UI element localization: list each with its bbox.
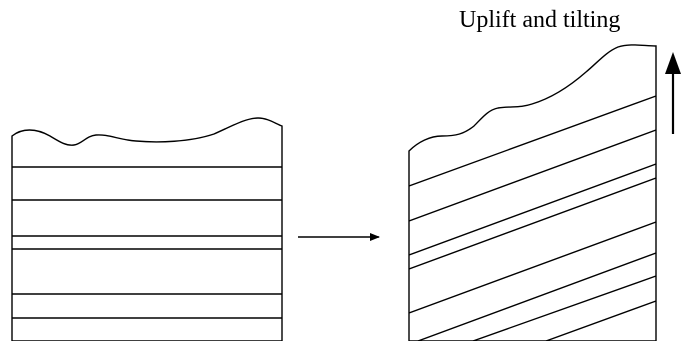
tilted-layer-boundary: [409, 95, 657, 187]
tilted-layer-boundary: [417, 252, 657, 341]
tilted-strata-block: [408, 44, 657, 341]
left-block-outline: [11, 117, 283, 341]
tilted-layer-boundary: [409, 177, 657, 270]
tilted-layer-boundary: [409, 221, 657, 314]
horizontal-strata-block: [11, 117, 283, 341]
uplift-arrow: [665, 52, 681, 134]
right-block-outline: [408, 44, 657, 341]
tilted-layer-boundary: [472, 275, 657, 341]
uplift-and-tilting-label: Uplift and tilting: [459, 7, 621, 33]
tilted-layer-boundary: [409, 163, 657, 256]
tilted-layer-boundary: [545, 300, 657, 341]
tilted-layer-boundary: [409, 129, 657, 222]
